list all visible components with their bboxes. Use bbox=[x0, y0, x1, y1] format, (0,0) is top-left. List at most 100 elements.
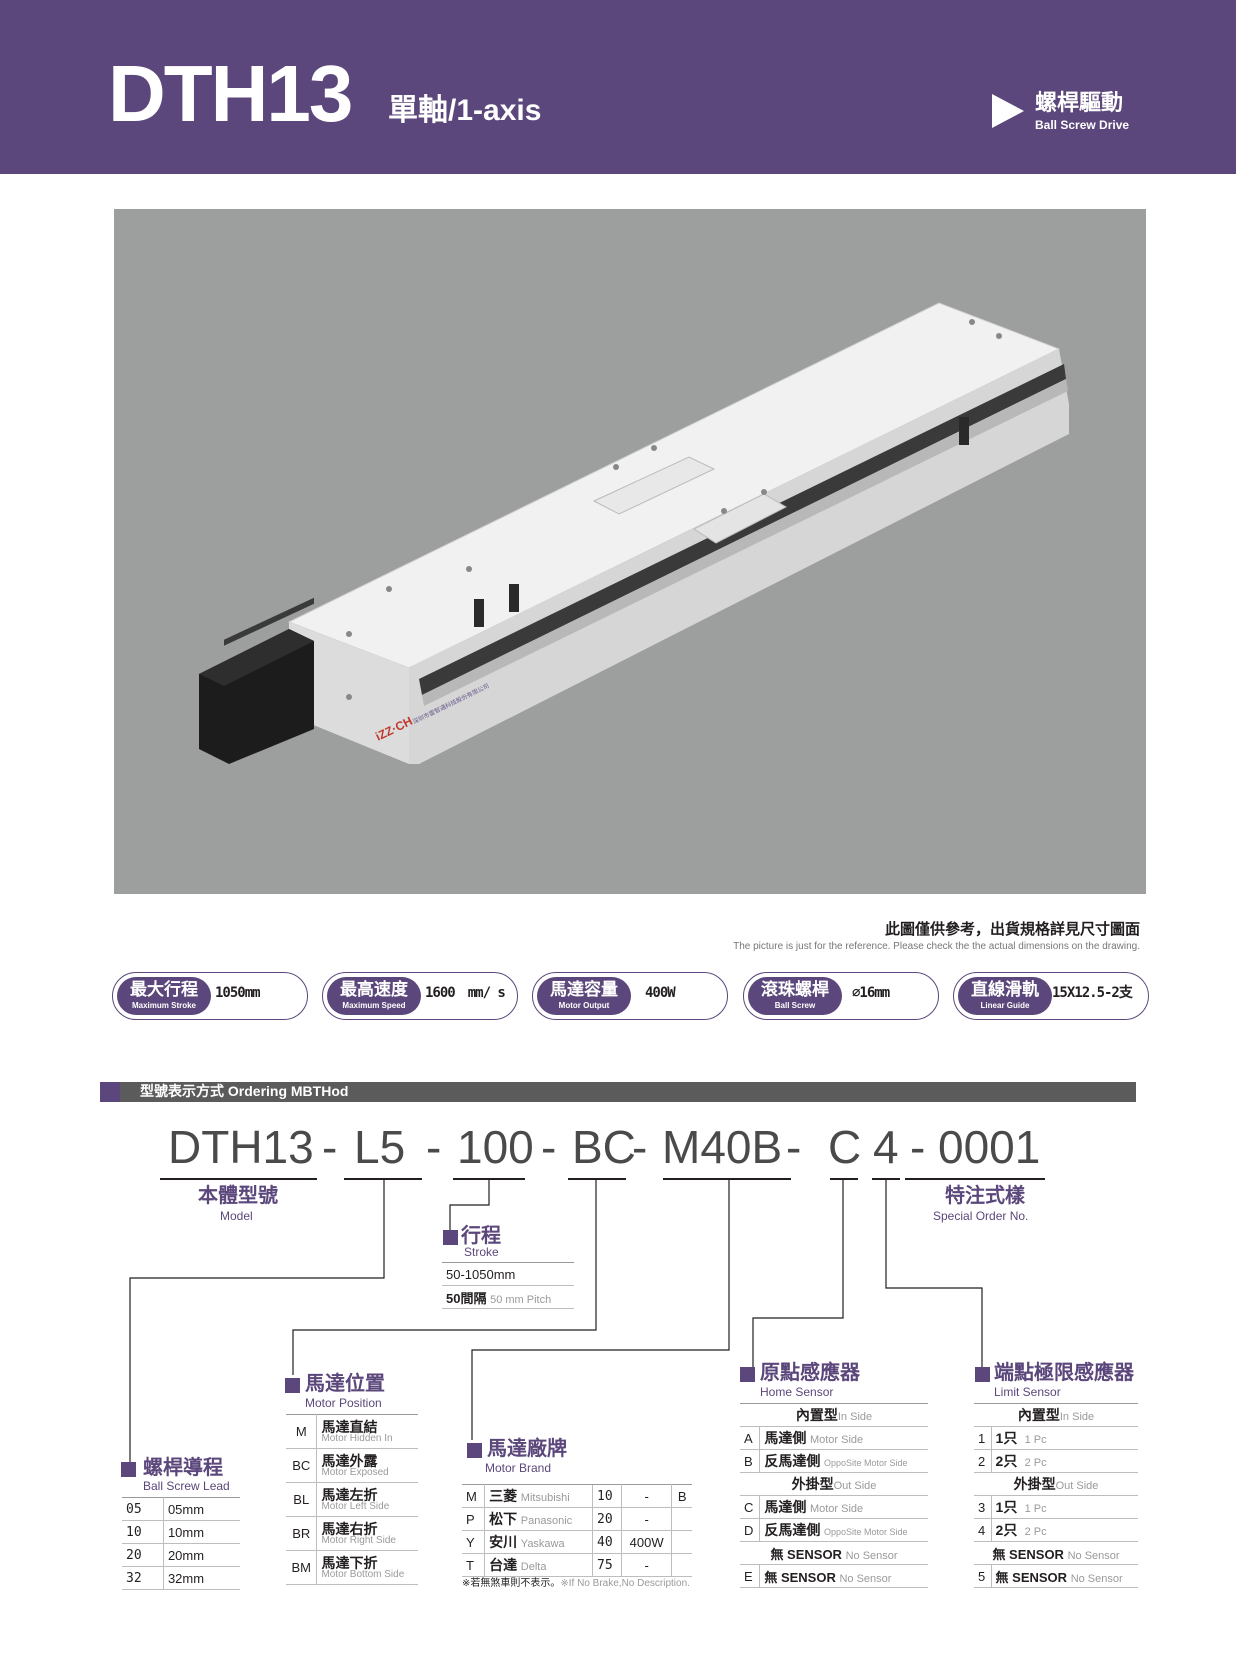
table-row: 內置型In Side bbox=[740, 1403, 928, 1427]
stroke-range: 50-1050mm bbox=[442, 1262, 574, 1286]
table-row: 內置型In Side bbox=[974, 1403, 1138, 1427]
code-lead: L5 bbox=[354, 1121, 406, 1173]
underline-model bbox=[160, 1178, 317, 1180]
spec-ball-screw: 滾珠螺桿 Ball Screw ⌀16mm bbox=[743, 972, 939, 1020]
play-icon bbox=[992, 94, 1024, 128]
ordering-section-bar bbox=[100, 1082, 1136, 1102]
motor-position-marker bbox=[285, 1378, 300, 1393]
underline-home bbox=[830, 1178, 858, 1180]
stroke-pitch: 50間隔 50 mm Pitch bbox=[442, 1285, 574, 1309]
stroke-marker bbox=[443, 1230, 458, 1245]
spec-value: ⌀16mm bbox=[852, 985, 890, 1001]
lead-label-zh: 螺桿導程 bbox=[143, 1457, 223, 1479]
stroke-table: 50-1050mm 50間隔 50 mm Pitch bbox=[442, 1262, 574, 1309]
spec-value: 400W bbox=[645, 985, 676, 1001]
drive-type-zh: 螺桿驅動 bbox=[1035, 90, 1124, 115]
spec-badge: 馬達容量 Motor Output bbox=[537, 977, 631, 1015]
code-model: DTH13 bbox=[168, 1121, 314, 1173]
motor-brand-label-en: Motor Brand bbox=[485, 1461, 552, 1475]
underline-special bbox=[905, 1178, 1045, 1180]
home-sensor-label-en: Home Sensor bbox=[760, 1385, 834, 1399]
home-sensor-label-zh: 原點感應器 bbox=[760, 1362, 860, 1384]
table-row: 外掛型Out Side bbox=[974, 1472, 1138, 1496]
code-limit-sensor: 4 bbox=[873, 1121, 899, 1173]
spec-motor-output: 馬達容量 Motor Output 400W bbox=[532, 972, 728, 1020]
underline-lead bbox=[344, 1178, 422, 1180]
table-row: 無 SENSOR No Sensor bbox=[740, 1541, 928, 1565]
spec-value: 1050mm bbox=[215, 985, 261, 1001]
code-motor: M40B bbox=[662, 1121, 783, 1173]
code-dash: - bbox=[322, 1121, 338, 1173]
motor-position-label-zh: 馬達位置 bbox=[305, 1373, 385, 1395]
stroke-label-zh: 行程 bbox=[461, 1225, 501, 1247]
spec-value: 1600 mm/ s bbox=[425, 985, 506, 1001]
spec-max-stroke: 最大行程 Maximum Stroke 1050mm bbox=[112, 972, 308, 1020]
spec-badge: 直線滑軌 Linear Guide bbox=[958, 977, 1052, 1015]
underline-motor-position bbox=[568, 1178, 626, 1180]
motor-brand-marker bbox=[467, 1443, 482, 1458]
header-banner bbox=[0, 0, 1236, 174]
spec-badge: 滾珠螺桿 Ball Screw bbox=[748, 977, 842, 1015]
table-row: 外掛型Out Side bbox=[740, 1472, 928, 1496]
underline-motor bbox=[663, 1178, 791, 1180]
stroke-label-en: Stroke bbox=[464, 1245, 499, 1259]
motor-position-label-en: Motor Position bbox=[305, 1396, 382, 1410]
ordering-bar-accent bbox=[100, 1082, 120, 1102]
drive-type-en: Ball Screw Drive bbox=[1035, 118, 1130, 132]
code-home-sensor: C bbox=[828, 1121, 862, 1173]
code-dash: - bbox=[426, 1121, 442, 1173]
lead-marker bbox=[121, 1462, 136, 1477]
code-motor-position: BC bbox=[572, 1121, 636, 1173]
reference-note-en: The picture is just for the reference. P… bbox=[733, 941, 1140, 952]
motor-brand-note: ※若無煞車則不表示。※If No Brake,No Description. bbox=[462, 1578, 690, 1589]
limit-sensor-label-zh: 端點極限感應器 bbox=[994, 1362, 1134, 1384]
model-label-zh: 本體型號 bbox=[198, 1185, 278, 1207]
special-label-en: Special Order No. bbox=[933, 1209, 1029, 1223]
lead-label-en: Ball Screw Lead bbox=[143, 1479, 230, 1493]
spec-value: 15X12.5-2支 bbox=[1052, 985, 1133, 1001]
spec-badge: 最大行程 Maximum Stroke bbox=[117, 977, 211, 1015]
home-sensor-marker bbox=[740, 1367, 755, 1382]
table-row: 無 SENSOR No Sensor bbox=[974, 1541, 1138, 1565]
model-label-en: Model bbox=[220, 1209, 253, 1223]
model-title: DTH13 bbox=[108, 49, 353, 138]
limit-sensor-label-en: Limit Sensor bbox=[994, 1385, 1061, 1399]
limit-sensor-marker bbox=[975, 1367, 990, 1382]
code-dash: - bbox=[541, 1121, 557, 1173]
reference-note-zh: 此圖僅供參考，出貨規格詳見尺寸圖面 bbox=[884, 921, 1140, 938]
spec-linear-guide: 直線滑軌 Linear Guide 15X12.5-2支 bbox=[953, 972, 1149, 1020]
axis-label: 單軸/1-axis bbox=[388, 94, 542, 127]
code-dash: - bbox=[910, 1121, 926, 1173]
linear-actuator-illustration: iZZ·CH 深圳市雷智通科技股份有限公司 bbox=[199, 302, 1069, 764]
ordering-title: 型號表示方式 Ordering MBTHod bbox=[140, 1083, 349, 1099]
motor-brand-label-zh: 馬達廠牌 bbox=[487, 1438, 567, 1460]
spec-badge: 最高速度 Maximum Speed bbox=[327, 977, 421, 1015]
